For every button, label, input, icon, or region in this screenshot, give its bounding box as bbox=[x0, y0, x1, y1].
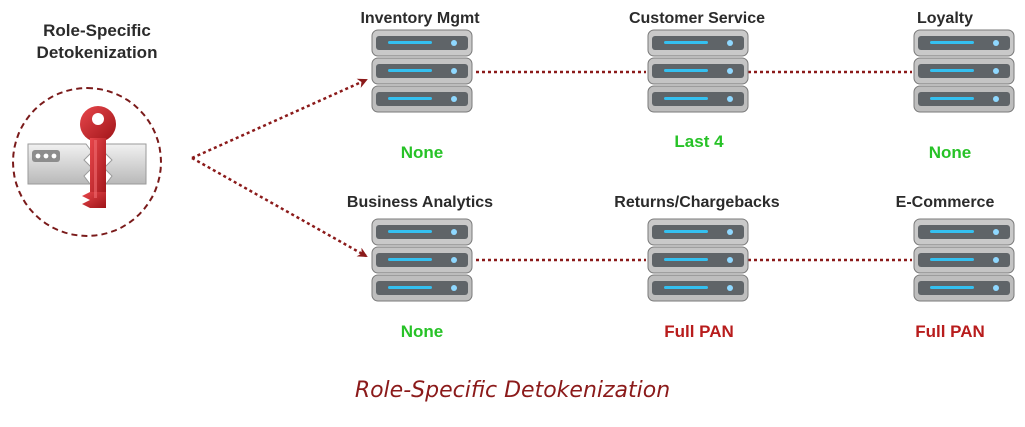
server-stack bbox=[371, 29, 473, 113]
server-title-customer-service: Customer Service bbox=[628, 10, 766, 27]
detokenization-key-circle bbox=[12, 87, 162, 237]
server-icon bbox=[912, 26, 1016, 114]
access-level-returns: Full PAN bbox=[664, 322, 734, 341]
access-level-customer-service: Last 4 bbox=[674, 132, 724, 151]
access-level-inventory: None bbox=[400, 143, 444, 162]
server-icon bbox=[912, 215, 1016, 303]
server-title-returns: Returns/Chargebacks bbox=[614, 194, 780, 211]
server-title-loyalty: Loyalty bbox=[916, 10, 973, 27]
key-icon bbox=[27, 106, 147, 208]
heading-line-1: Role-Specific bbox=[43, 21, 151, 40]
server-title-ecommerce: E-Commerce bbox=[895, 194, 995, 211]
arrow-to-inventory bbox=[191, 78, 368, 160]
access-level-ecommerce: Full PAN bbox=[915, 322, 985, 341]
access-level-loyalty: None bbox=[928, 143, 972, 162]
heading-line-2: Detokenization bbox=[36, 43, 158, 62]
server-title-business-analytics: Business Analytics bbox=[346, 194, 494, 211]
diagram-caption: Role-Specific Detokenization bbox=[354, 378, 671, 403]
server-icon bbox=[370, 26, 474, 114]
diagram-heading: Role-Specific Detokenization bbox=[22, 20, 172, 64]
server-icon bbox=[370, 215, 474, 303]
server-icon bbox=[646, 215, 750, 303]
access-level-business-analytics: None bbox=[400, 322, 444, 341]
server-title-inventory: Inventory Mgmt bbox=[360, 10, 480, 27]
server-icon bbox=[646, 26, 750, 114]
